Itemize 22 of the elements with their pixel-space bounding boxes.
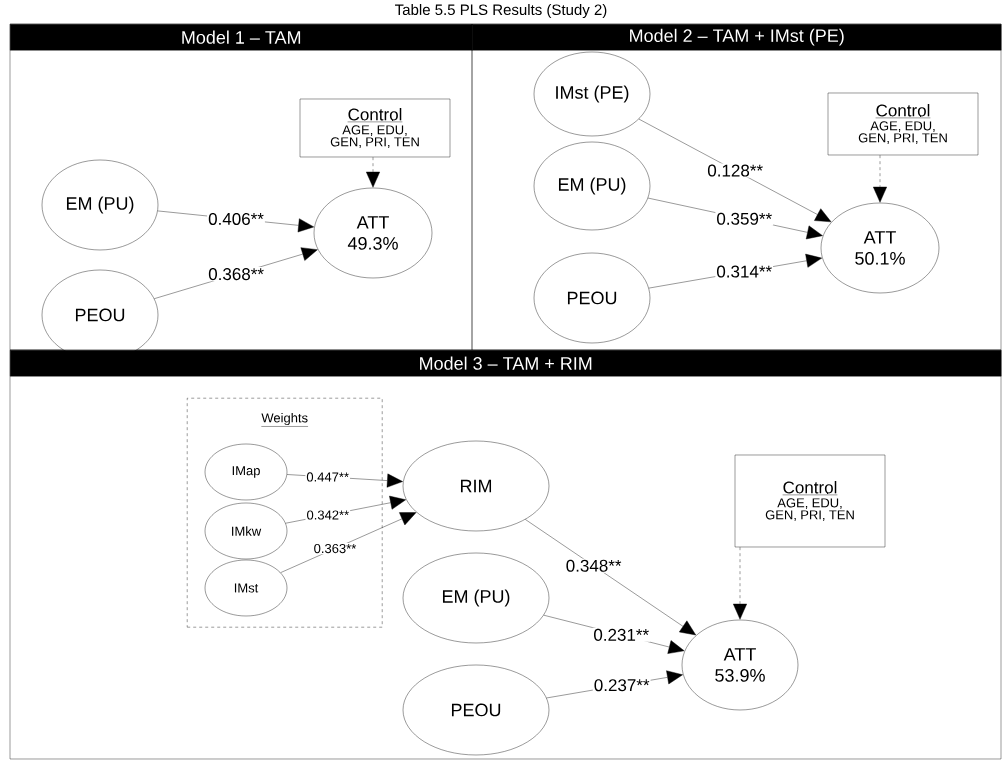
path-coefficient: 0.231** (592, 627, 651, 642)
path-coefficient: 0.348** (564, 558, 623, 573)
control-box: Control AGE, EDU, GEN, PRI, TEN (827, 92, 979, 156)
path-coefficient: 0.128** (706, 163, 765, 178)
path-arrow (525, 519, 696, 636)
path-arrow (154, 247, 318, 299)
path-coefficient: 0.406** (207, 211, 265, 226)
control-box: Control AGE, EDU, GEN, PRI, TEN (299, 98, 451, 158)
path-arrow (280, 512, 417, 573)
path-arrow (366, 157, 380, 188)
path-arrow (638, 118, 832, 223)
path-coefficient: 0.363** (312, 542, 358, 555)
path-coefficient: 0.447** (305, 471, 350, 483)
control-box: Control AGE, EDU, GEN, PRI, TEN (734, 454, 886, 548)
table-title: Table 5.5 PLS Results (Study 2) (395, 4, 607, 18)
path-coefficient: 0.237** (592, 678, 651, 693)
path-arrow (873, 155, 887, 203)
path-coefficient: 0.342** (305, 509, 351, 521)
path-coefficient: 0.368** (207, 267, 265, 282)
path-coefficient: 0.359** (715, 211, 774, 226)
path-arrow (733, 547, 747, 620)
path-coefficient: 0.314** (715, 264, 774, 279)
